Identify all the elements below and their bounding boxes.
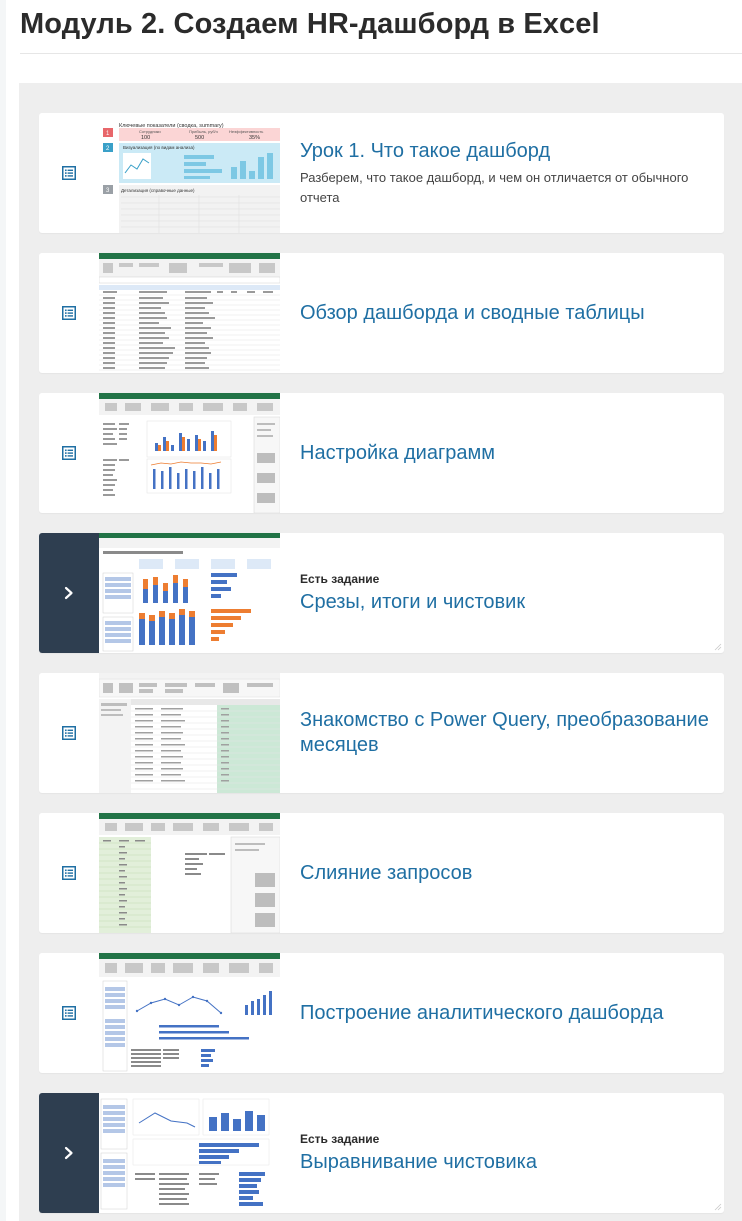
lesson-card-7[interactable]: Построение аналитического дашборда [39, 953, 724, 1073]
list-icon [62, 1006, 76, 1020]
lesson-title[interactable]: Настройка диаграмм [300, 441, 496, 464]
lesson-text: Есть задание Срезы, итоги и чистовик [300, 533, 710, 653]
svg-text:1: 1 [106, 131, 110, 137]
lesson-type-cell [39, 1093, 99, 1213]
resize-grip-icon [714, 643, 722, 651]
lesson-text: Знакомство с Power Query, преобразование… [300, 673, 710, 793]
lesson-card-5[interactable]: Знакомство с Power Query, преобразование… [39, 673, 724, 793]
lesson-type-cell [39, 393, 99, 513]
svg-text:500: 500 [195, 135, 204, 141]
chevron-right-icon [64, 1146, 73, 1160]
lesson-text: Урок 1. Что такое дашборд Разберем, что … [300, 113, 710, 233]
lesson-type-cell [39, 953, 99, 1073]
svg-text:3: 3 [106, 188, 110, 194]
lesson-type-cell [39, 673, 99, 793]
lesson-card-6[interactable]: Слияние запросов [39, 813, 724, 933]
lesson-title[interactable]: Слияние запросов [300, 861, 473, 884]
resize-grip-icon [714, 1203, 722, 1211]
lesson-thumbnail [99, 393, 280, 513]
list-icon [62, 866, 76, 880]
svg-text:35%: 35% [249, 135, 260, 141]
lesson-card-1[interactable]: Ключевые показатели (сводка, summary) 1 … [39, 113, 724, 233]
lesson-type-cell [39, 113, 99, 233]
svg-text:Прибыль, руб/ч: Прибыль, руб/ч [189, 129, 218, 134]
lesson-type-cell [39, 533, 99, 653]
lesson-text: Есть задание Выравнивание чистовика [300, 1093, 710, 1213]
lesson-thumbnail [99, 813, 280, 933]
svg-text:Сотрудники: Сотрудники [139, 129, 161, 134]
lesson-title[interactable]: Срезы, итоги и чистовик [300, 590, 526, 613]
lesson-text: Построение аналитического дашборда [300, 953, 710, 1073]
lesson-type-cell [39, 253, 99, 373]
svg-text:Детализация (справочные данные: Детализация (справочные данные) [121, 188, 195, 193]
lesson-description: Разберем, что такое дашборд, и чем он от… [300, 169, 689, 205]
lesson-thumbnail [99, 1093, 272, 1213]
lesson-thumbnail: Ключевые показатели (сводка, summary) 1 … [99, 113, 280, 233]
svg-text:2: 2 [106, 146, 110, 152]
page-left-edge [0, 0, 6, 1221]
lesson-card-8[interactable]: Есть задание Выравнивание чистовика [39, 1093, 724, 1213]
lesson-thumbnail [99, 673, 280, 793]
lesson-title[interactable]: Построение аналитического дашборда [300, 1001, 664, 1024]
svg-text:Неэффективность: Неэффективность [229, 129, 263, 134]
lesson-type-cell [39, 813, 99, 933]
lesson-title[interactable]: Выравнивание чистовика [300, 1150, 537, 1173]
lesson-thumbnail [99, 953, 280, 1073]
lesson-text: Обзор дашборда и сводные таблицы [300, 253, 710, 373]
module-title: Модуль 2. Создаем HR-дашборд в Excel [20, 8, 600, 40]
task-badge: Есть задание [300, 571, 380, 586]
svg-text:100: 100 [141, 135, 150, 141]
list-icon [62, 306, 76, 320]
task-badge: Есть задание [300, 1131, 380, 1146]
lesson-card-4[interactable]: Есть задание Срезы, итоги и чистовик [39, 533, 724, 653]
lesson-thumbnail [99, 533, 280, 653]
lesson-title[interactable]: Урок 1. Что такое дашборд [300, 139, 551, 162]
lesson-title[interactable]: Знакомство с Power Query, преобразование… [300, 709, 709, 756]
lesson-thumbnail [99, 253, 280, 373]
svg-text:Визуализация (по видам анализа: Визуализация (по видам анализа) [123, 145, 195, 150]
title-divider [20, 53, 742, 54]
lesson-card-2[interactable]: Обзор дашборда и сводные таблицы [39, 253, 724, 373]
list-icon [62, 726, 76, 740]
lesson-card-3[interactable]: Настройка диаграмм [39, 393, 724, 513]
list-icon [62, 446, 76, 460]
lesson-title[interactable]: Обзор дашборда и сводные таблицы [300, 301, 645, 324]
lesson-text: Слияние запросов [300, 813, 710, 933]
lessons-panel: Ключевые показатели (сводка, summary) 1 … [19, 83, 742, 1221]
list-icon [62, 166, 76, 180]
lesson-text: Настройка диаграмм [300, 393, 710, 513]
thumb-header: Ключевые показатели (сводка, summary) [119, 123, 224, 129]
chevron-right-icon [64, 586, 73, 600]
